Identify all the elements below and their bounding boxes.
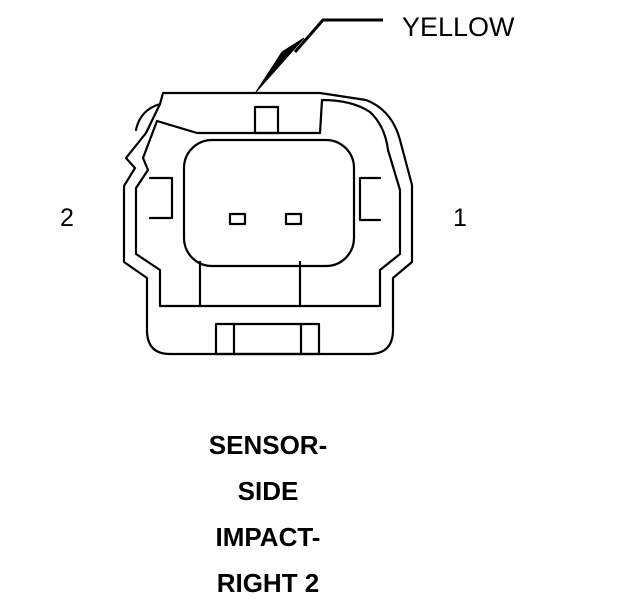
- terminal-slot-2: [228, 212, 247, 226]
- pin-2-label: 2: [60, 204, 74, 232]
- callout-leader-line: [293, 18, 383, 53]
- bottom-lock-tab-ribs: [232, 322, 303, 356]
- top-keyway: [253, 105, 280, 135]
- connector-caption: SENSOR- SIDE IMPACT- RIGHT 2: [0, 422, 536, 606]
- callout-arrowhead: [255, 37, 305, 93]
- right-notch: [358, 176, 382, 222]
- pin-1-label: 1: [453, 204, 467, 232]
- yellow-callout: [255, 18, 383, 93]
- terminal-slot-1: [284, 212, 303, 226]
- caption-line-2: SIDE: [237, 476, 299, 506]
- caption-line-3: IMPACT-: [215, 522, 321, 552]
- bottom-lock-tab: [214, 322, 321, 356]
- caption-line-4: RIGHT 2: [216, 568, 320, 598]
- plug-body: [182, 138, 356, 268]
- latch-bump: [134, 102, 162, 132]
- inner-shell: [134, 98, 402, 308]
- outer-shell: [122, 91, 414, 356]
- left-notch: [148, 176, 174, 220]
- plug-extension: [198, 260, 302, 308]
- connector-housing: [122, 91, 414, 356]
- caption-line-1: SENSOR-: [208, 430, 328, 460]
- wire-color-label: YELLOW: [402, 12, 515, 42]
